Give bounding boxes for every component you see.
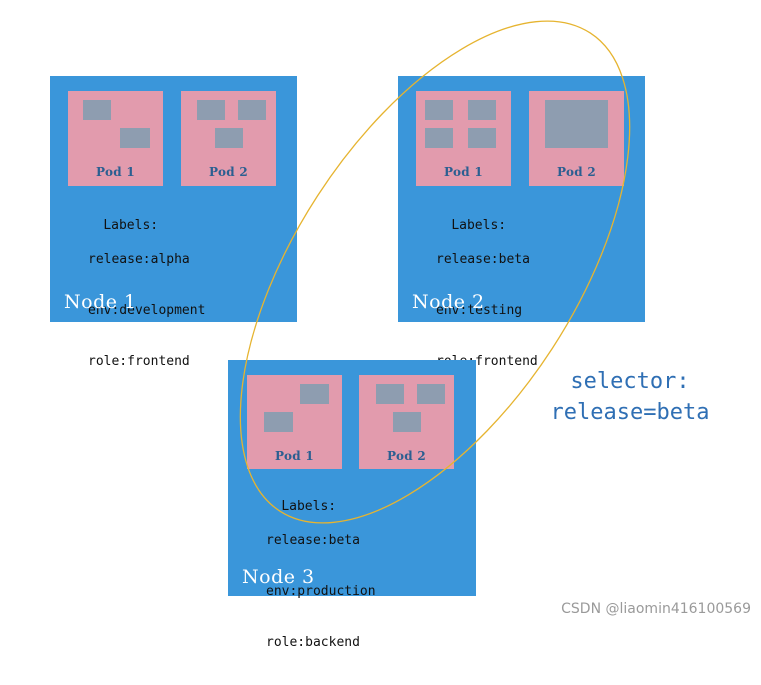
node-2-pod-2: Pod 2 — [529, 91, 624, 186]
selector-line-1: selector: — [570, 369, 690, 394]
label-role: role:backend — [266, 635, 360, 650]
pod-label: Pod 1 — [274, 449, 315, 463]
node-3-pod-1: Pod 1 — [247, 375, 342, 469]
container-block — [264, 412, 293, 432]
node-2-title: Node 2 — [412, 291, 485, 313]
labels-heading: Labels: — [281, 499, 337, 514]
container-block — [238, 100, 266, 120]
node-1-pod-1: Pod 1 — [68, 91, 163, 186]
labels-heading: Labels: — [103, 218, 159, 233]
label-release: release:beta — [436, 252, 530, 267]
label-env: env:production — [266, 584, 376, 599]
container-block — [468, 128, 496, 148]
pod-label: Pod 2 — [556, 165, 597, 179]
selector-line-2: release=beta — [550, 400, 710, 425]
container-block — [417, 384, 445, 404]
labels-heading: Labels: — [451, 218, 507, 233]
node-1-labels: Labels: release:alpha env:development ro… — [72, 200, 205, 404]
container-block — [83, 100, 111, 120]
pod-label: Pod 1 — [95, 165, 136, 179]
label-env: env:development — [88, 303, 206, 318]
node-1-pod-2: Pod 2 — [181, 91, 276, 186]
label-release: release:beta — [266, 533, 360, 548]
watermark: CSDN @liaomin416100569 — [561, 601, 751, 617]
node-1-title: Node 1 — [64, 291, 137, 313]
selector-caption: selector: release=beta — [540, 366, 720, 428]
container-block — [215, 128, 243, 148]
container-block — [425, 100, 453, 120]
container-block — [376, 384, 404, 404]
label-release: release:alpha — [88, 252, 190, 267]
node-2-pod-1: Pod 1 — [416, 91, 511, 186]
label-role: role:frontend — [88, 354, 190, 369]
container-block — [468, 100, 496, 120]
node-3: Pod 1 Pod 2 Labels: release:beta env:pro… — [228, 360, 476, 650]
container-block — [545, 100, 608, 148]
pod-label: Pod 2 — [386, 449, 427, 463]
container-block — [197, 100, 225, 120]
container-block — [120, 128, 150, 148]
pod-label: Pod 2 — [208, 165, 249, 179]
container-block — [425, 128, 453, 148]
container-block — [393, 412, 421, 432]
node-1: Pod 1 Pod 2 Labels: release:alpha env:de… — [50, 76, 297, 369]
node-2: Pod 1 Pod 2 Labels: release:beta env:tes… — [398, 76, 645, 369]
node-3-title: Node 3 — [242, 566, 315, 588]
node-3-pod-2: Pod 2 — [359, 375, 454, 469]
container-block — [300, 384, 329, 404]
pod-label: Pod 1 — [443, 165, 484, 179]
